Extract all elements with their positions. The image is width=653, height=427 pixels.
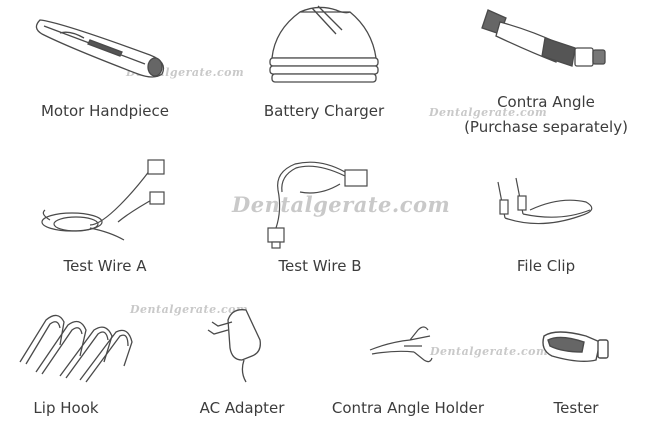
battery-charger-label: Battery Charger: [263, 102, 385, 120]
lip-hook-label: Lip Hook: [33, 399, 99, 417]
tester-label: Tester: [553, 399, 599, 417]
ac-adapter-label: AC Adapter: [199, 399, 285, 417]
file-clip-label: File Clip: [516, 257, 576, 275]
test-wire-b-label: Test Wire B: [278, 257, 362, 275]
contra-angle-label: Contra Angle: [497, 93, 595, 111]
motor-handpiece-label: Motor Handpiece: [40, 102, 169, 120]
contra-angle-holder-label: Contra Angle Holder: [331, 399, 485, 417]
test-wire-a-label: Test Wire A: [63, 257, 147, 275]
contra-angle-sublabel: (Purchase separately): [464, 118, 628, 136]
